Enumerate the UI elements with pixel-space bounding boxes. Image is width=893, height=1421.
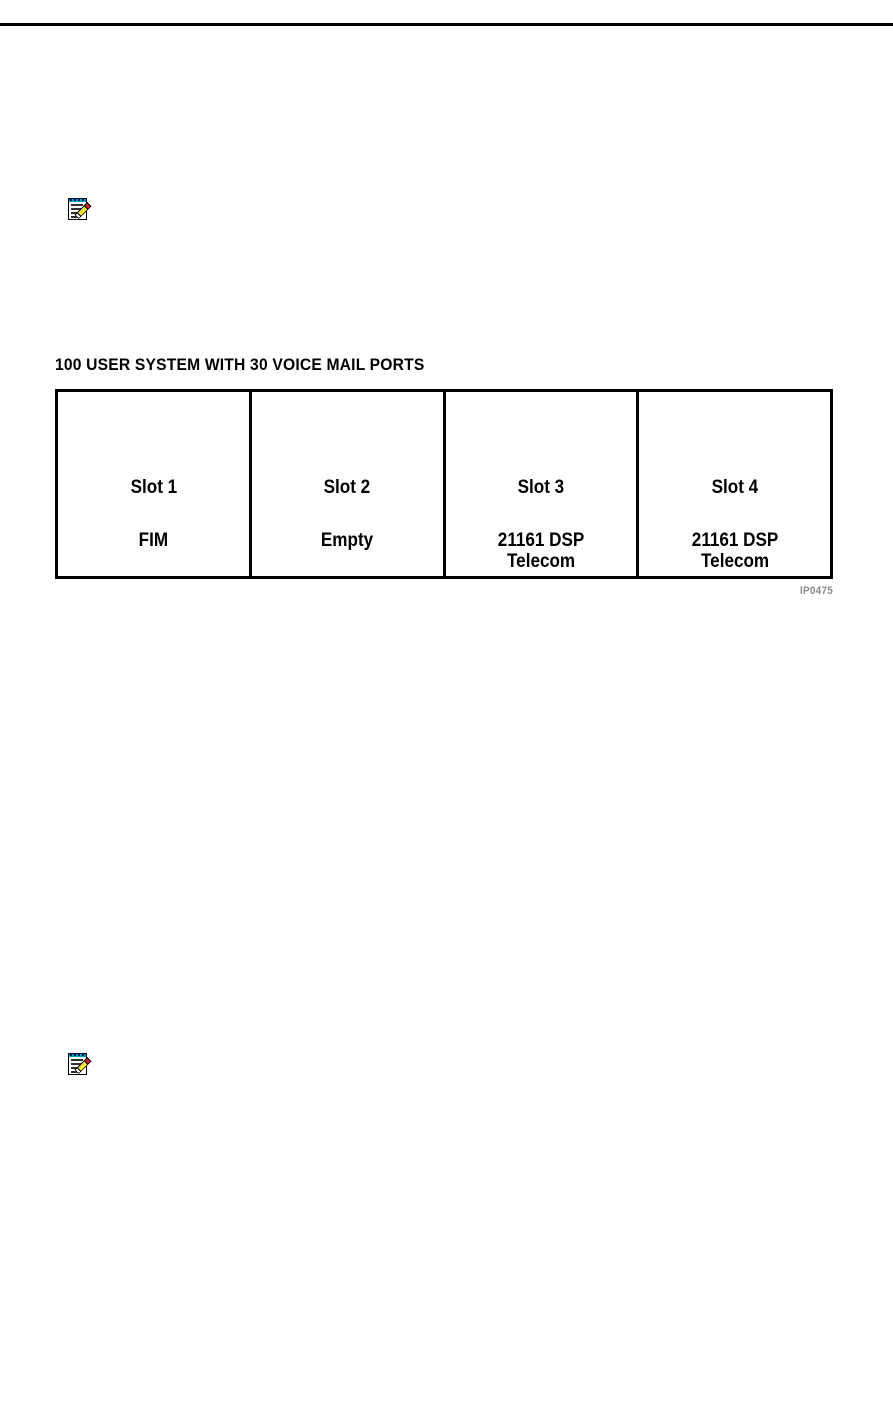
slot-label: Slot 4 <box>711 477 758 498</box>
slot-contents: 21161 DSP Telecom <box>691 530 778 572</box>
figure-title: 100 USER SYSTEM WITH 30 VOICE MAIL PORTS <box>55 355 425 374</box>
slot-contents: Empty <box>320 530 374 551</box>
slot-label: Slot 1 <box>130 477 177 498</box>
figure-id-label: IP0475 <box>799 585 833 597</box>
slot-contents: FIM <box>138 530 169 551</box>
slot-cell-4: Slot 4 21161 DSP Telecom <box>639 392 830 576</box>
slot-cell-1: Slot 1 FIM <box>58 392 252 576</box>
note-pencil-icon <box>66 1051 92 1077</box>
slot-cell-2: Slot 2 Empty <box>251 392 446 576</box>
header-rule <box>0 23 893 26</box>
note-pencil-icon <box>66 196 92 222</box>
slot-contents: 21161 DSP Telecom <box>497 530 585 572</box>
slot-configuration-figure: 100 USER SYSTEM WITH 30 VOICE MAIL PORTS… <box>55 355 836 597</box>
slot-table: Slot 1 FIM Slot 2 Empty Slot 3 21161 DSP… <box>55 389 833 579</box>
slot-label: Slot 2 <box>323 477 371 498</box>
slot-cell-3: Slot 3 21161 DSP Telecom <box>445 392 640 576</box>
slot-label: Slot 3 <box>517 477 565 498</box>
